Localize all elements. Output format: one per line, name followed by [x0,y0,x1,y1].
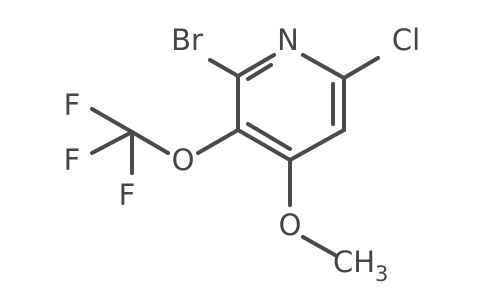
atom-o-trifluoromethoxy-label: O [172,143,195,177]
atom-f2-label: F [64,143,81,177]
bond-n-c2 [236,53,276,78]
bond-c3-o [196,128,240,155]
atom-br-label: Br [171,23,203,57]
bond-c3-c4 [236,128,292,162]
atom-ch3-label: CH [333,245,375,279]
atom-f1-label: F [64,88,81,122]
atom-o-methoxy-label: O [279,208,302,242]
bond-n-c6 [301,53,346,80]
bond-n-c2-inner [246,63,273,81]
bond-cf3-f1 [90,107,134,134]
atom-n-label: N [277,23,299,57]
bond-c4-c5 [288,128,346,162]
atom-labels: N Br Cl O F F F O CH 3 [64,23,421,286]
substituent-bonds [90,56,380,257]
atom-cl-label: Cl [392,23,420,57]
bond-cf3-f2 [90,130,134,155]
bond-c2-br [208,58,240,78]
bond-c3-c4-inner [246,122,292,151]
atom-f3-label: F [119,178,136,212]
bond-o-cf3 [130,130,170,155]
bond-c6-cl [342,56,380,80]
atom-ch3-subscript: 3 [375,262,388,286]
pyridine-ring [236,53,346,162]
bond-o-ch3 [301,235,337,257]
